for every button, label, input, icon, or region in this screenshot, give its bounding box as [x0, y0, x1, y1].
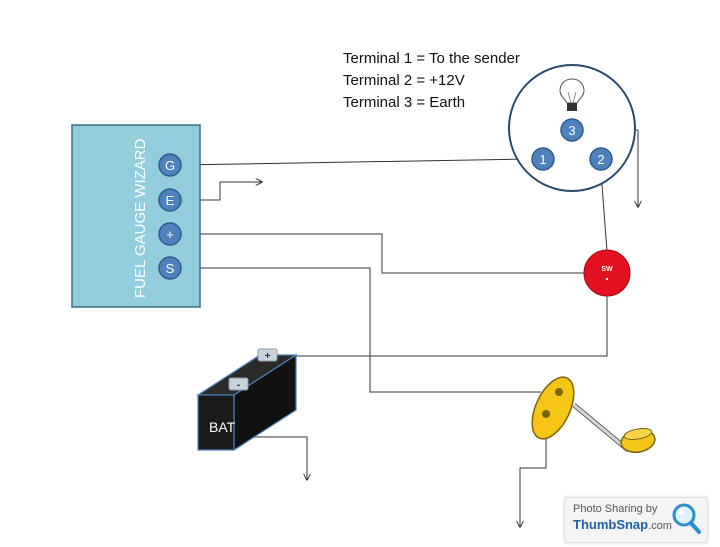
- switch-label: SW: [601, 266, 613, 273]
- terminal-e: [158, 188, 182, 212]
- fuel-sender: [531, 376, 656, 453]
- battery-positive-label: +: [265, 351, 271, 362]
- sender-float-top: [623, 428, 653, 440]
- terminal-plus-label: +: [166, 227, 174, 242]
- fuel-gauge: 1 2 3: [508, 64, 636, 192]
- gauge-terminal-2: [589, 147, 613, 171]
- battery-label: BAT: [209, 419, 236, 435]
- battery-positive-post: [257, 348, 278, 362]
- thumbsnap-watermark[interactable]: Photo Sharing by ThumbSnap.com: [564, 497, 708, 543]
- watermark-brand-suffix: .com: [648, 520, 672, 532]
- wire-g-to-terminal-1: [179, 158, 532, 166]
- terminal-s: [158, 256, 182, 280]
- wire-s-to-sender: [181, 267, 541, 393]
- bulb-icon: [559, 78, 585, 111]
- sender-pivot: [555, 388, 563, 396]
- wire-plus-to-switch: [181, 233, 584, 274]
- battery: BAT + -: [195, 348, 299, 452]
- battery-negative-post: [228, 377, 249, 391]
- ignition-switch: SW: [583, 249, 631, 297]
- watermark-brand: ThumbSnap.com: [573, 517, 672, 532]
- wire-switch-to-battery: [268, 296, 608, 357]
- gauge-terminal-1-label: 1: [539, 152, 546, 167]
- wire-sender-earth: [520, 414, 547, 527]
- battery-front: [197, 394, 235, 451]
- note-terminal-3: Terminal 3 = Earth: [343, 94, 466, 111]
- gauge-terminal-2-label: 2: [597, 152, 604, 167]
- gauge-terminal-3: [560, 118, 584, 142]
- magnifier-icon: [672, 503, 701, 534]
- wizard-box: [71, 124, 201, 308]
- watermark-brand-name: ThumbSnap: [573, 517, 649, 532]
- terminal-notes: Terminal 1 = To the sender Terminal 2 = …: [343, 48, 520, 114]
- switch-dot: [605, 277, 609, 281]
- wires: [179, 129, 638, 527]
- terminal-g: [158, 153, 182, 177]
- terminal-plus: [158, 222, 182, 246]
- sender-terminal: [542, 410, 550, 418]
- gauge-terminal-3-label: 3: [568, 123, 575, 138]
- battery-negative-label: -: [237, 379, 241, 391]
- wizard-label: FUEL GAUGE WIZARD: [132, 138, 149, 298]
- terminal-e-label: E: [166, 193, 175, 208]
- switch-body: [583, 249, 631, 297]
- gauge-terminal-1: [531, 147, 555, 171]
- fuel-gauge-wizard: FUEL GAUGE WIZARD G E + S: [71, 124, 201, 308]
- wire-terminal-2-to-switch: [600, 171, 608, 252]
- note-terminal-2: Terminal 2 = +12V: [343, 72, 465, 89]
- sender-body: [531, 376, 575, 440]
- terminal-s-label: S: [166, 261, 175, 276]
- terminal-g-label: G: [165, 158, 175, 173]
- watermark-caption: Photo Sharing by: [573, 503, 658, 515]
- sender-arm: [573, 403, 629, 452]
- note-terminal-1: Terminal 1 = To the sender: [343, 50, 520, 67]
